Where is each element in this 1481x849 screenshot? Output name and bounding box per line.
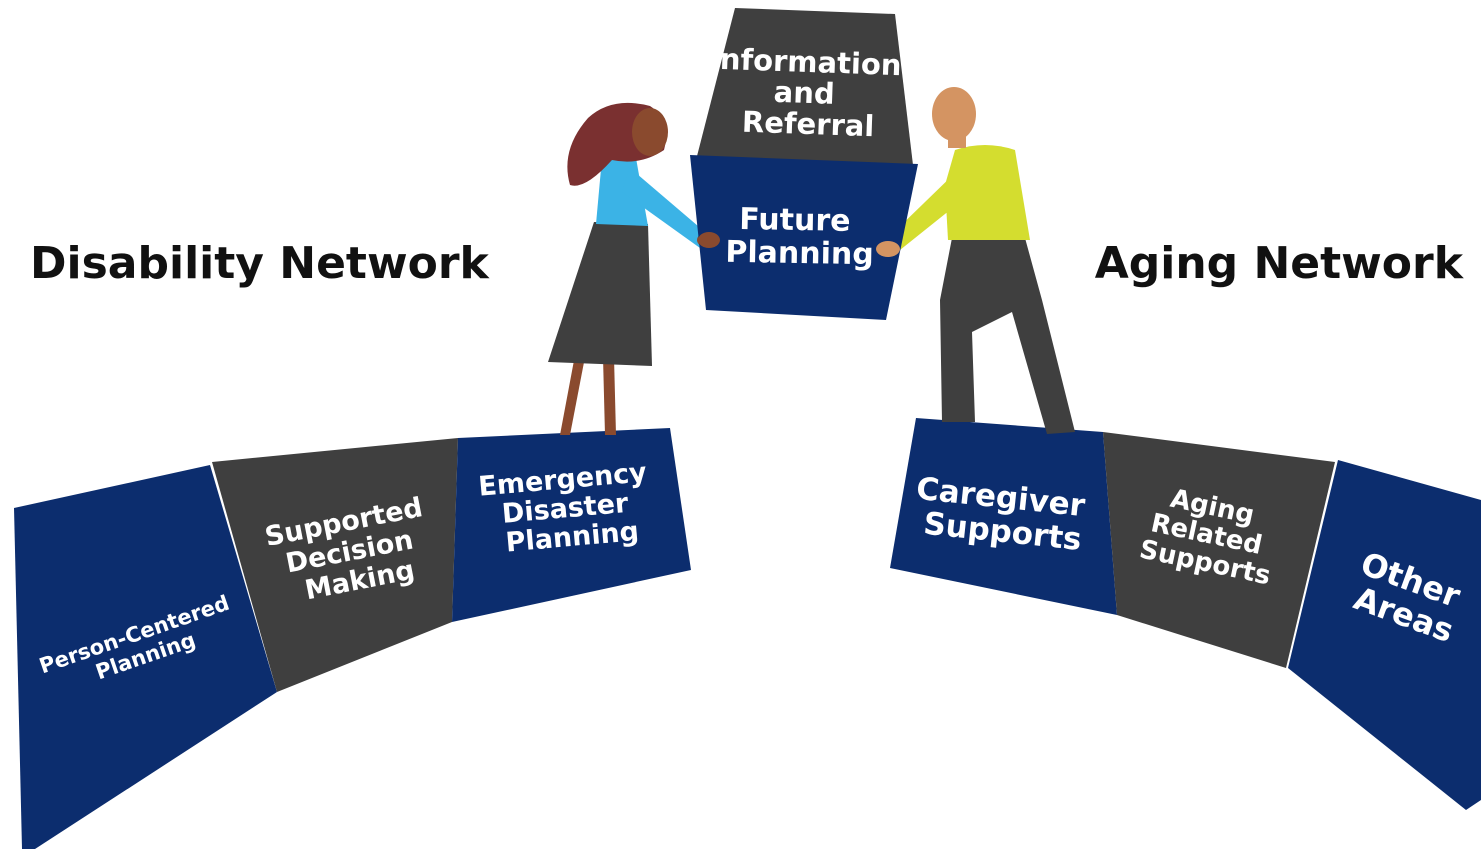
future-planning-label: Future Planning <box>725 202 875 273</box>
man-hand <box>876 241 900 257</box>
aging-network-title: Aging Network <box>1095 238 1465 289</box>
disability-network-title: Disability Network <box>30 238 491 289</box>
left-block-supported-decision: Supported Decision Making <box>212 438 458 692</box>
woman-hand <box>698 232 720 248</box>
center-block-future-planning: Future Planning <box>690 155 918 320</box>
information-and-referral-label: Information and Referral <box>706 41 912 144</box>
man-figure <box>877 87 1075 434</box>
right-block-other-areas: Other Areas <box>1288 460 1481 810</box>
woman-figure <box>548 102 719 435</box>
left-block-person-centered: Person-Centered Planning <box>14 465 277 849</box>
left-block-emergency-disaster: Emergency Disaster Planning <box>452 428 691 622</box>
emergency-disaster-planning-label: Emergency Disaster Planning <box>477 456 662 560</box>
right-block-caregiver-supports: Caregiver Supports <box>890 418 1117 615</box>
other-areas-label: Other Areas <box>1344 544 1476 652</box>
right-block-aging-related: Aging Related Supports <box>1103 432 1335 668</box>
caregiver-supports-label: Caregiver Supports <box>911 471 1097 559</box>
center-block-information-referral: Information and Referral <box>696 8 913 165</box>
aging-related-supports-label: Aging Related Supports <box>1137 480 1285 592</box>
